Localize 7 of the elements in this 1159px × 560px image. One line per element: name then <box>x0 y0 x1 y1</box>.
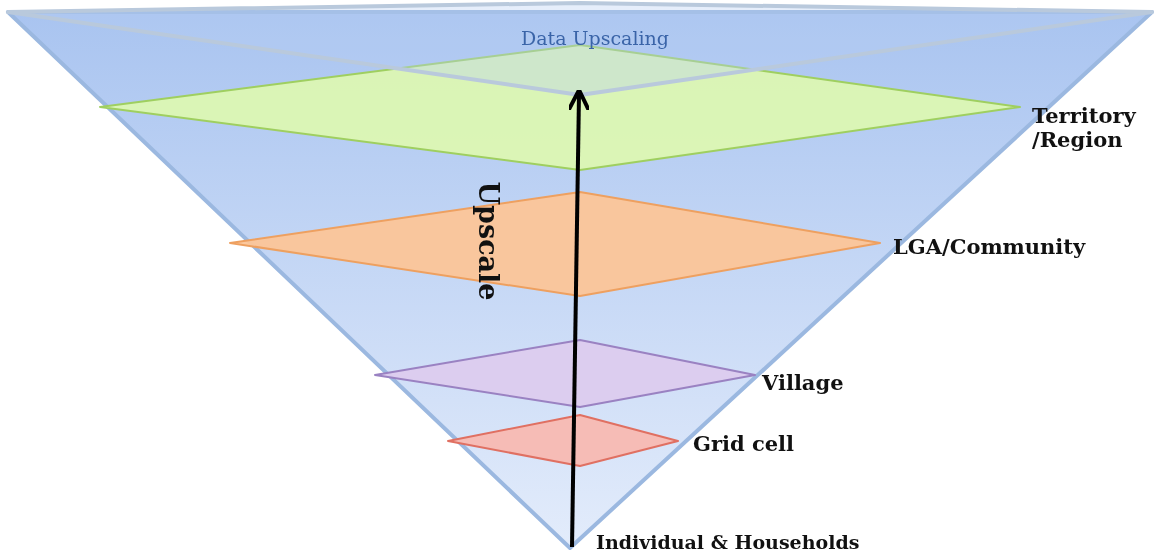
level-label: Territory /Region <box>1032 104 1138 153</box>
level-label: Village <box>762 371 844 396</box>
plane-title: Data Upscaling <box>520 27 670 49</box>
base-label: Individual & Households <box>596 532 860 554</box>
level-label: Grid cell <box>693 432 795 457</box>
direction-label: Upscale <box>475 180 501 302</box>
level-label: LGA/Community <box>893 235 1086 260</box>
